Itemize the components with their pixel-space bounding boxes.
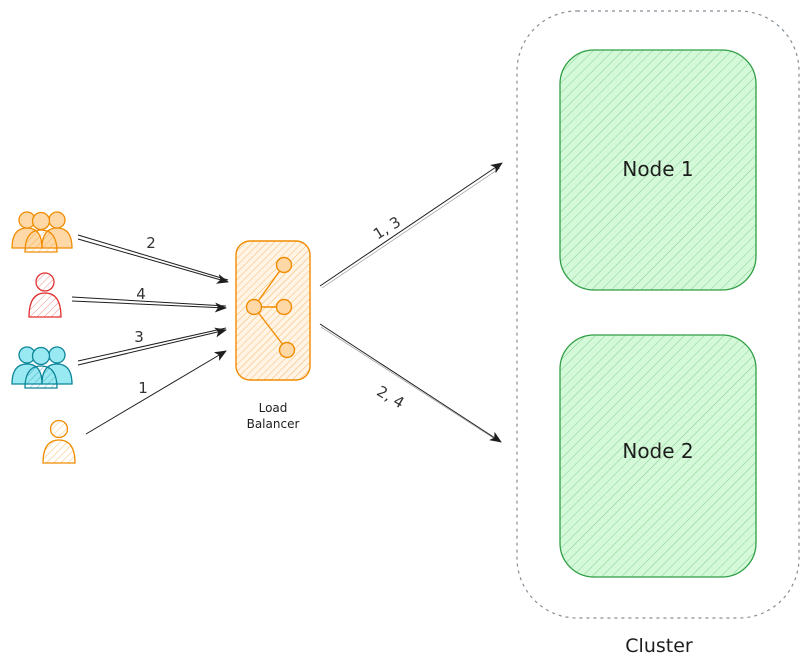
load-balancer-label-line2: Balancer <box>247 417 300 431</box>
users-icon <box>11 211 73 253</box>
route-arrow-node-2: 2, 4 <box>319 323 502 443</box>
user-icon <box>42 419 76 464</box>
request-arrow-1: 1 <box>85 350 227 435</box>
user-orange <box>42 419 76 464</box>
users-icon <box>11 346 73 389</box>
user-group-teal <box>11 346 73 389</box>
cluster-boundary <box>516 10 800 619</box>
node-1-label: Node 1 <box>622 157 693 181</box>
request-arrow-3: 3 <box>77 327 227 366</box>
user-group-orange <box>11 211 73 253</box>
user-icon <box>28 272 62 318</box>
request-arrow-4: 4 <box>71 285 227 313</box>
load-balancer-label-line1: Load <box>259 401 288 415</box>
route-arrow-node-1: 1, 3 <box>319 162 503 289</box>
node-2-label: Node 2 <box>622 439 693 463</box>
share-network-icon <box>245 256 296 359</box>
route-label-node-1: 1, 3 <box>370 213 404 243</box>
request-label-3: 3 <box>134 328 144 346</box>
request-label-2: 2 <box>146 234 156 252</box>
request-label-1: 1 <box>138 379 148 397</box>
node-1: Node 1 <box>559 49 757 291</box>
cluster-label: Cluster <box>625 635 693 657</box>
load-balancer <box>235 240 311 381</box>
node-2: Node 2 <box>559 334 757 578</box>
user-red <box>28 272 62 318</box>
route-label-node-2: 2, 4 <box>374 382 408 412</box>
request-arrow-2: 2 <box>77 234 229 284</box>
request-label-4: 4 <box>136 285 146 303</box>
